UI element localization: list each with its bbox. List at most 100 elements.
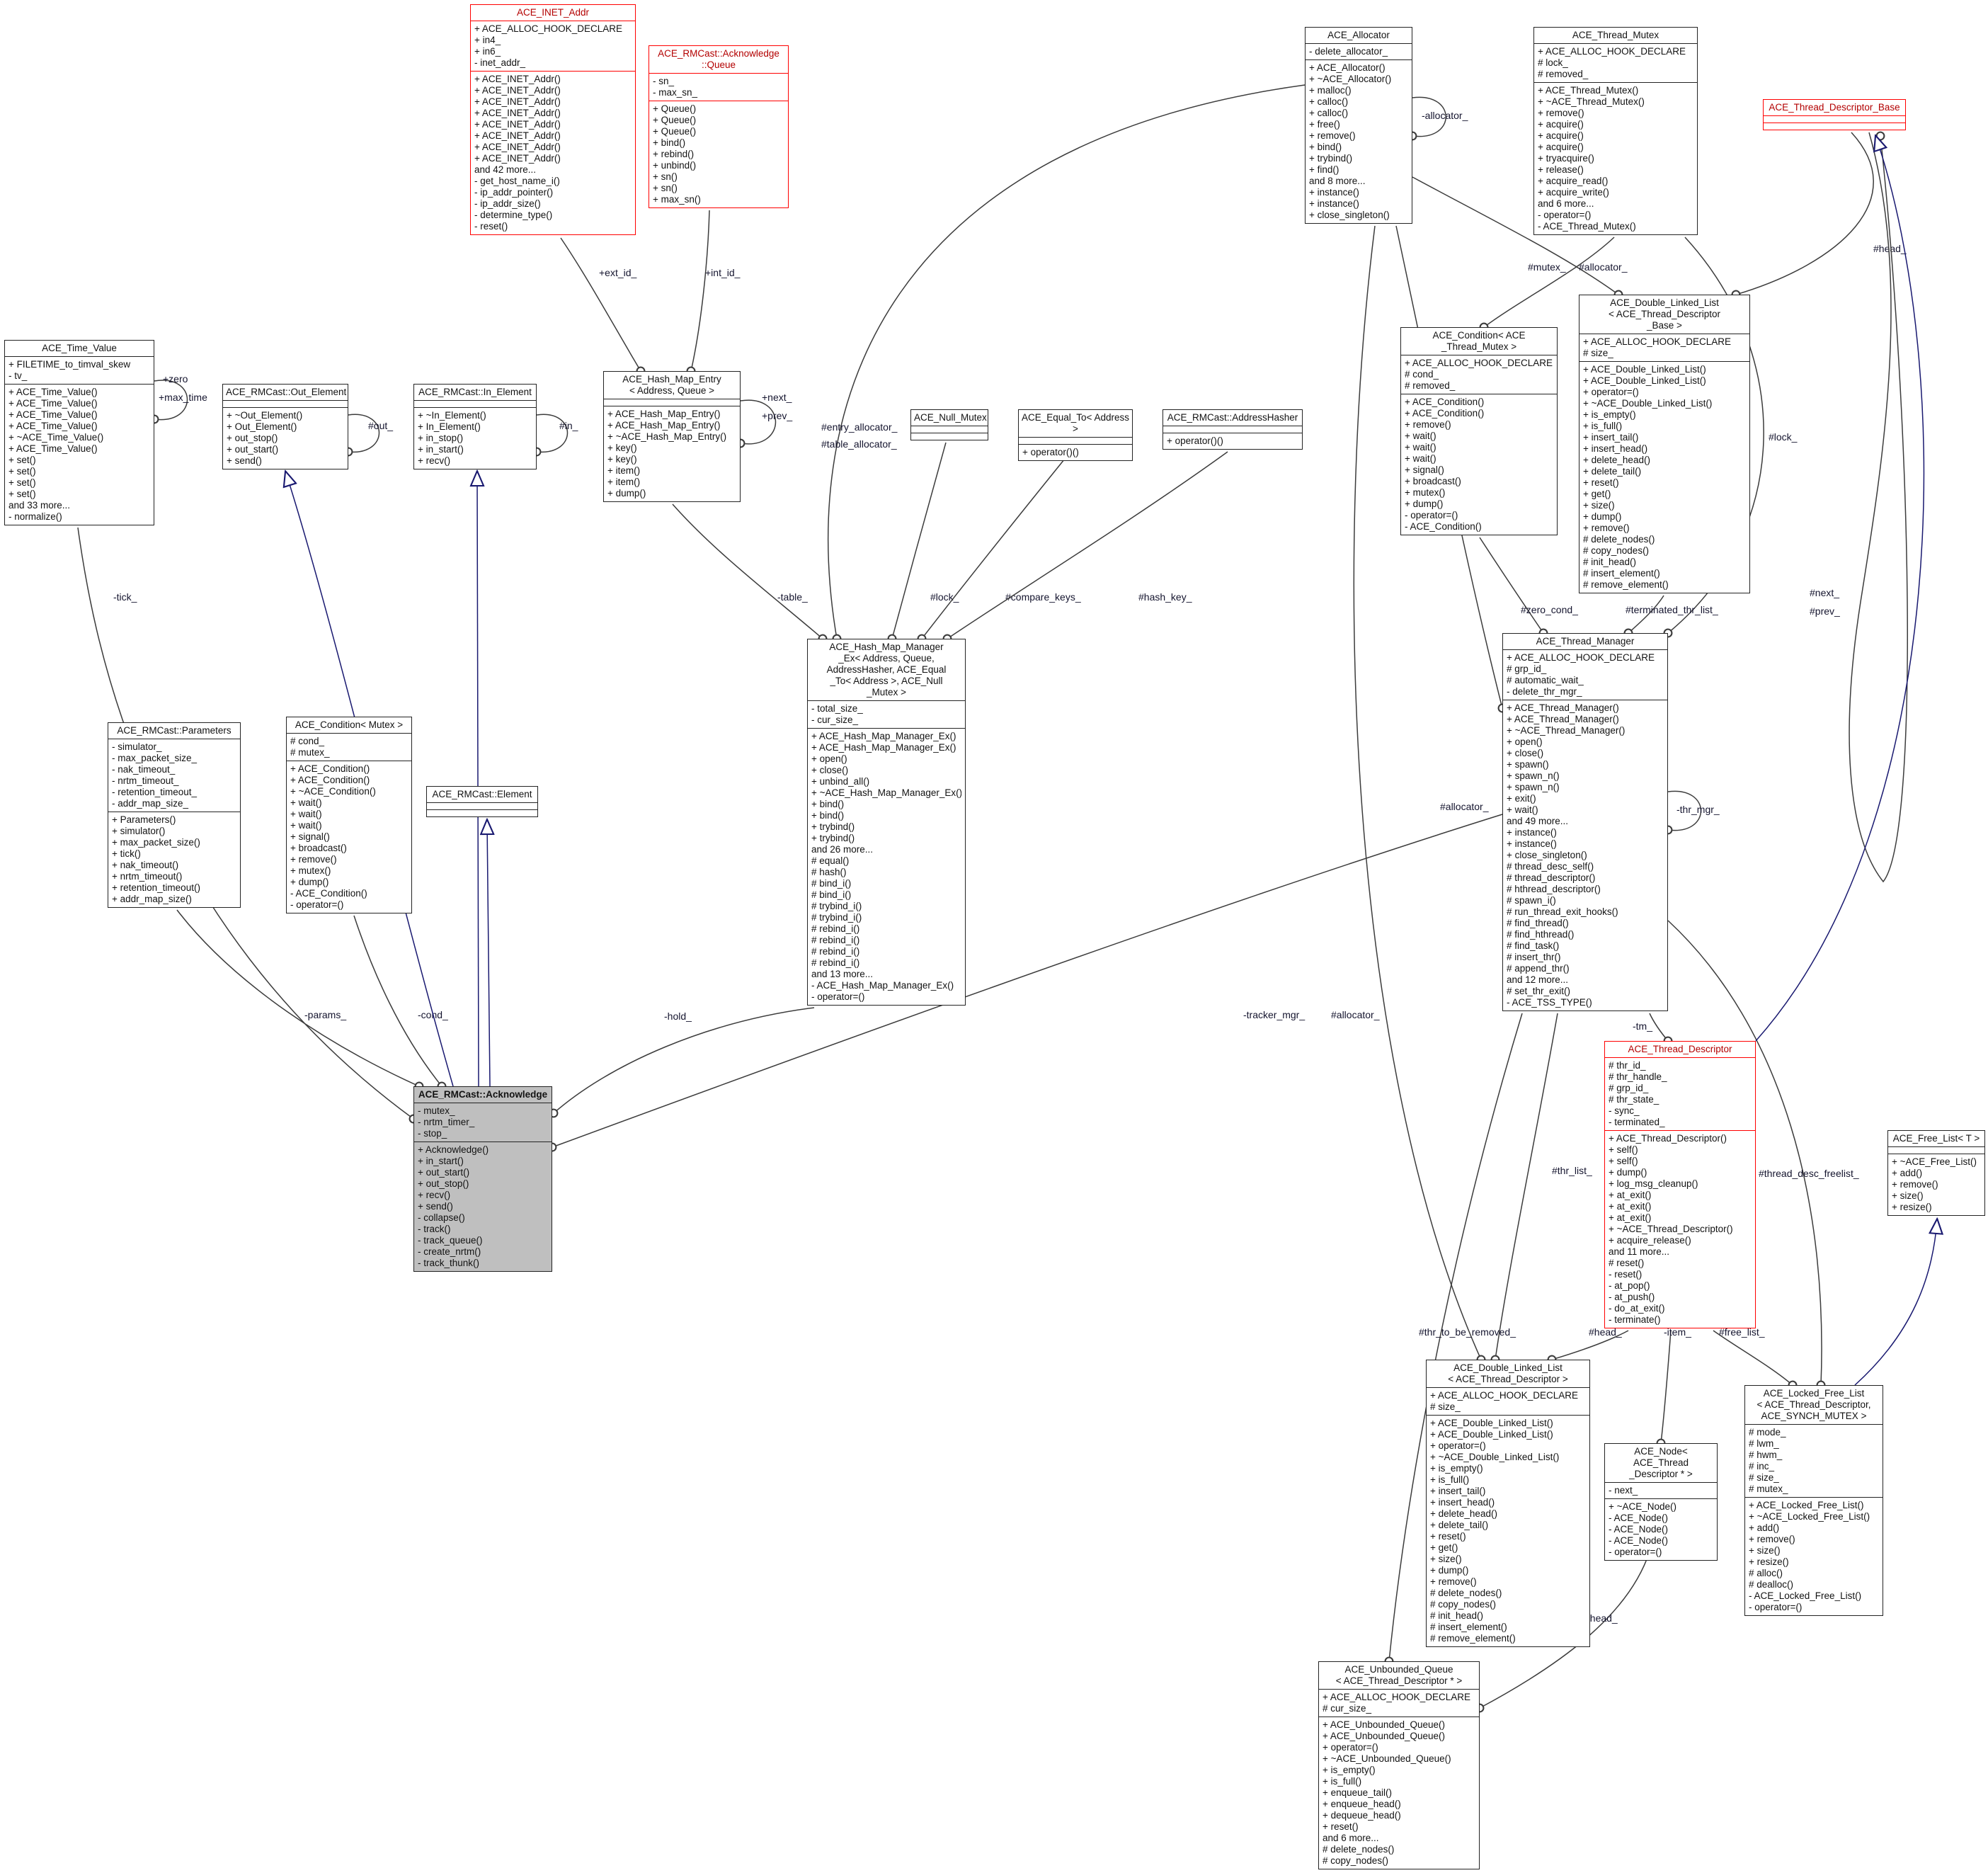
- member-line: + is_empty(): [1583, 409, 1636, 420]
- member-line: + item(): [607, 465, 641, 476]
- class-methods-ace-free-list: + ~ACE_Free_List()+ add()+ remove()+ siz…: [1888, 1154, 1984, 1215]
- class-box-rmcast-parameters[interactable]: ACE_RMCast::Parameters- simulator_- max_…: [108, 722, 241, 908]
- class-box-ace-thread-descriptor[interactable]: ACE_Thread_Descriptor # thr_id_# thr_hand…: [1604, 1041, 1756, 1328]
- class-box-rmcast-element[interactable]: ACE_RMCast::Element: [426, 786, 538, 817]
- class-title-hash-map-entry[interactable]: ACE_Hash_Map_Entry < Address, Queue >: [622, 374, 721, 396]
- class-title-ace-unbounded-queue[interactable]: ACE_Unbounded_Queue < ACE_Thread_Descrip…: [1335, 1664, 1463, 1686]
- class-box-dll-thread-descriptor[interactable]: ACE_Double_Linked_List < ACE_Thread_Desc…: [1426, 1360, 1590, 1647]
- edge-head-base: [1731, 132, 1874, 300]
- edge-label-free-list: #free_list_: [1719, 1326, 1765, 1338]
- member-line: - determine_type(): [474, 210, 553, 220]
- member-line: + bind(): [811, 799, 845, 809]
- class-title-address-hasher[interactable]: ACE_RMCast::AddressHasher: [1167, 412, 1298, 423]
- class-box-ace-allocator[interactable]: ACE_Allocator- delete_allocator_+ ACE_Al…: [1305, 27, 1412, 224]
- class-box-ace-thread-descriptor-base[interactable]: ACE_Thread_Descriptor_Base: [1763, 99, 1906, 130]
- class-title-dll-thread-descriptor[interactable]: ACE_Double_Linked_List < ACE_Thread_Desc…: [1448, 1362, 1568, 1384]
- member-line: # thread_desc_self(): [1507, 861, 1594, 872]
- class-title-ace-free-list[interactable]: ACE_Free_List< T >: [1892, 1133, 1980, 1144]
- member-line: + In_Element(): [418, 421, 481, 432]
- member-line: + ~ACE_Hash_Map_Manager_Ex(): [811, 787, 961, 798]
- edge-label-allocator-dll-td: #allocator_: [1331, 1009, 1380, 1020]
- class-methods-address-hasher: + operator()(): [1163, 433, 1302, 449]
- class-box-ace-time-value[interactable]: ACE_Time_Value+ FILETIME_to_timval_skew-…: [4, 340, 154, 525]
- member-line: + instance(): [1507, 827, 1557, 838]
- class-box-ace-locked-free-list[interactable]: ACE_Locked_Free_List < ACE_Thread_Descri…: [1744, 1385, 1883, 1616]
- class-box-condition-mutex[interactable]: ACE_Condition< Mutex ># cond_# mutex_+ A…: [286, 717, 412, 913]
- edge-params: [176, 909, 424, 1091]
- class-title-rmcast-element[interactable]: ACE_RMCast::Element: [432, 789, 532, 799]
- edge-label-thr-mgr-self: -thr_mgr_: [1676, 804, 1720, 815]
- class-box-in-element[interactable]: ACE_RMCast::In_Element+ ~In_Element()+ I…: [413, 384, 537, 469]
- class-title-ace-locked-free-list[interactable]: ACE_Locked_Free_List < ACE_Thread_Descri…: [1756, 1388, 1871, 1421]
- member-line: # equal(): [811, 855, 850, 866]
- member-line: + self(): [1609, 1156, 1638, 1166]
- member-line: + ACE_Thread_Mutex(): [1538, 85, 1639, 96]
- class-title-rmcast-acknowledge[interactable]: ACE_RMCast::Acknowledge: [418, 1089, 548, 1100]
- class-title-in-element[interactable]: ACE_RMCast::In_Element: [418, 387, 532, 397]
- edge-label-allocator-dll-base: #allocator_: [1579, 261, 1628, 273]
- class-box-ace-node[interactable]: ACE_Node< ACE_Thread _Descriptor * >- ne…: [1604, 1443, 1718, 1561]
- class-title-hash-map-manager-ex[interactable]: ACE_Hash_Map_Manager _Ex< Address, Queue…: [826, 642, 947, 698]
- class-box-ace-unbounded-queue[interactable]: ACE_Unbounded_Queue < ACE_Thread_Descrip…: [1318, 1661, 1480, 1869]
- class-title-ace-time-value[interactable]: ACE_Time_Value: [42, 343, 117, 353]
- member-line: + dump(): [1430, 1565, 1469, 1576]
- class-methods-ace-node: + ~ACE_Node()- ACE_Node()- ACE_Node()- A…: [1605, 1498, 1717, 1560]
- member-line: - sync_: [1609, 1105, 1640, 1116]
- class-title-condition-thread-mutex[interactable]: ACE_Condition< ACE _Thread_Mutex >: [1432, 330, 1526, 352]
- class-title-ack-queue[interactable]: ACE_RMCast::Acknowledge ::Queue: [658, 48, 779, 70]
- member-line: + find(): [1309, 164, 1339, 175]
- member-line: + ACE_INET_Addr(): [474, 130, 561, 141]
- member-line: - do_at_exit(): [1609, 1303, 1665, 1314]
- class-box-condition-thread-mutex[interactable]: ACE_Condition< ACE _Thread_Mutex >+ ACE_…: [1400, 327, 1558, 535]
- class-attributes-ace-thread-descriptor: # thr_id_# thr_handle_# grp_id_# thr_sta…: [1605, 1057, 1755, 1130]
- member-line: # bind_i(): [811, 889, 852, 900]
- class-box-hash-map-manager-ex[interactable]: ACE_Hash_Map_Manager _Ex< Address, Queue…: [807, 639, 966, 1006]
- member-line: # delete_nodes(): [1430, 1588, 1502, 1598]
- member-line: - track_queue(): [418, 1235, 483, 1246]
- member-line: + delete_head(): [1430, 1508, 1497, 1519]
- class-title-rmcast-parameters[interactable]: ACE_RMCast::Parameters: [117, 725, 232, 736]
- class-box-ace-free-list[interactable]: ACE_Free_List< T > + ~ACE_Free_List()+ ad…: [1887, 1130, 1985, 1216]
- member-line: + ~ACE_Thread_Manager(): [1507, 725, 1626, 736]
- class-box-ack-queue[interactable]: ACE_RMCast::Acknowledge ::Queue- sn_- ma…: [649, 45, 789, 208]
- member-line: + retention_timeout(): [112, 882, 200, 893]
- class-box-ace-inet-addr[interactable]: ACE_INET_Addr+ ACE_ALLOC_HOOK_DECLARE+ i…: [470, 4, 636, 235]
- class-methods-ace-thread-descriptor: + ACE_Thread_Descriptor()+ self()+ self(…: [1605, 1130, 1755, 1328]
- class-box-equal-to-address[interactable]: ACE_Equal_To< Address >+ operator()(): [1018, 409, 1133, 461]
- class-title-ace-thread-descriptor-base[interactable]: ACE_Thread_Descriptor_Base: [1769, 102, 1900, 113]
- member-line: # delete_nodes(): [1583, 534, 1655, 545]
- class-box-dll-thread-descriptor-base[interactable]: ACE_Double_Linked_List < ACE_Thread_Desc…: [1579, 295, 1750, 593]
- class-title-ace-inet-addr[interactable]: ACE_INET_Addr: [516, 7, 590, 18]
- class-title-ace-null-mutex[interactable]: ACE_Null_Mutex: [914, 412, 987, 423]
- member-line: + ACE_INET_Addr(): [474, 153, 561, 164]
- member-line: + enqueue_head(): [1323, 1799, 1401, 1809]
- member-line: + ~ACE_Free_List(): [1892, 1156, 1977, 1167]
- class-box-address-hasher[interactable]: ACE_RMCast::AddressHasher+ operator()(): [1162, 409, 1303, 450]
- member-line: + ~ACE_Condition(): [290, 786, 376, 797]
- class-title-ace-thread-mutex[interactable]: ACE_Thread_Mutex: [1572, 30, 1659, 40]
- member-line: + remove(): [1405, 419, 1451, 430]
- class-title-out-element[interactable]: ACE_RMCast::Out_Element: [226, 387, 347, 397]
- class-title-dll-thread-descriptor-base[interactable]: ACE_Double_Linked_List < ACE_Thread_Desc…: [1609, 297, 1720, 331]
- class-box-ace-null-mutex[interactable]: ACE_Null_Mutex: [910, 409, 988, 440]
- member-line: + is_full(): [1583, 421, 1623, 431]
- class-box-rmcast-acknowledge[interactable]: ACE_RMCast::Acknowledge- mutex_- nrtm_ti…: [413, 1086, 552, 1272]
- class-title-ace-thread-manager[interactable]: ACE_Thread_Manager: [1536, 636, 1635, 647]
- class-title-ace-allocator[interactable]: ACE_Allocator: [1327, 30, 1390, 40]
- edge-label-hash-key: #hash_key_: [1138, 591, 1192, 603]
- class-title-equal-to-address[interactable]: ACE_Equal_To< Address >: [1022, 412, 1129, 434]
- class-box-ace-thread-mutex[interactable]: ACE_Thread_Mutex+ ACE_ALLOC_HOOK_DECLARE…: [1533, 27, 1698, 235]
- member-line: + delete_tail(): [1583, 466, 1642, 477]
- class-title-condition-mutex[interactable]: ACE_Condition< Mutex >: [295, 719, 404, 730]
- class-box-hash-map-entry[interactable]: ACE_Hash_Map_Entry < Address, Queue >+ A…: [603, 371, 741, 502]
- member-line: # reset(): [1609, 1258, 1645, 1268]
- class-title-ace-thread-descriptor[interactable]: ACE_Thread_Descriptor: [1628, 1044, 1732, 1054]
- member-line: + size(): [1430, 1554, 1462, 1564]
- member-line: + resize(): [1749, 1556, 1789, 1567]
- class-title-ace-node[interactable]: ACE_Node< ACE_Thread _Descriptor * >: [1629, 1446, 1693, 1479]
- member-line: + Acknowledge(): [418, 1144, 489, 1155]
- member-line: + in_start(): [418, 444, 464, 455]
- member-line: - ACE_Condition(): [290, 888, 367, 899]
- class-box-out-element[interactable]: ACE_RMCast::Out_Element+ ~Out_Element()+…: [222, 384, 348, 469]
- class-box-ace-thread-manager[interactable]: ACE_Thread_Manager+ ACE_ALLOC_HOOK_DECLA…: [1502, 633, 1668, 1011]
